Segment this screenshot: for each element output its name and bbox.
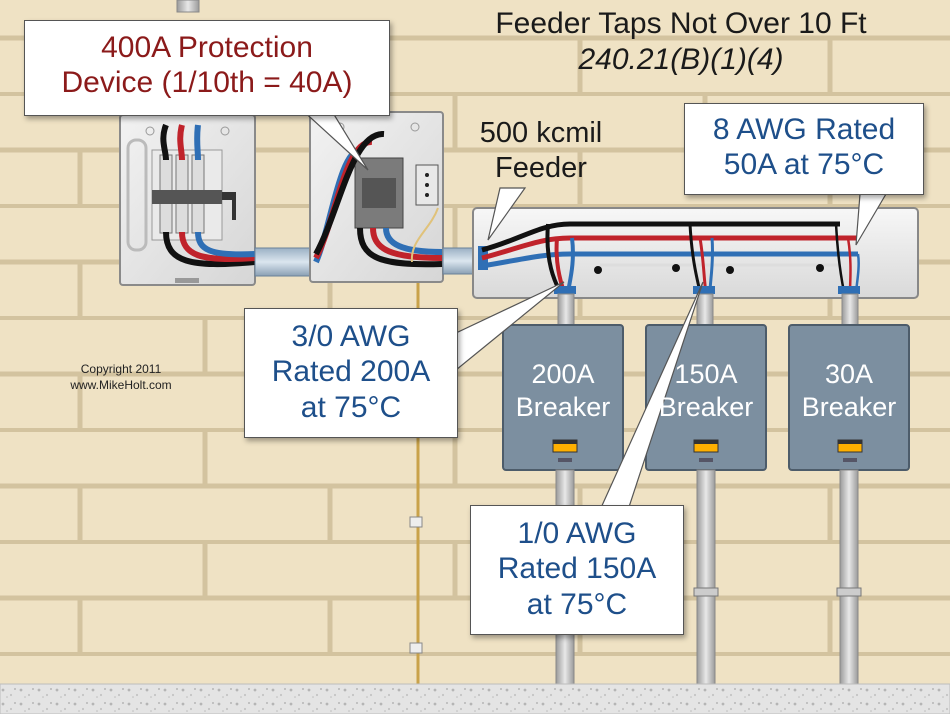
service-mast (176, 0, 200, 13)
callout-3-0-awg: 3/0 AWG Rated 200A at 75°C (244, 308, 458, 438)
callout-feeder-line-1: 500 kcmil (479, 117, 603, 149)
callout-protection-line-2: Device (1/10th = 40A) (61, 66, 353, 100)
callout-1-0-line-1: 1/0 AWG (517, 517, 637, 550)
breaker-150a-line-2: Breaker (658, 391, 754, 422)
load-conduit-2 (696, 469, 716, 691)
tap-conduit-1 (557, 293, 575, 329)
callout-3-0-line-3: at 75°C (300, 390, 402, 424)
ground-clamp-1 (409, 516, 423, 528)
protection-device-enclosure (309, 111, 444, 283)
breaker-30a-line-1: 30A (824, 359, 874, 389)
callout-8-awg: 8 AWG Rated 50A at 75°C (684, 103, 924, 195)
ground-clamp-2 (409, 642, 423, 654)
breaker-30a-line-2: Breaker (801, 391, 897, 422)
service-disconnect (119, 114, 256, 286)
breaker-150a-line-1: 150A (674, 359, 738, 389)
callout-1-0-awg: 1/0 AWG Rated 150A at 75°C (470, 505, 684, 635)
gutter-nipple (442, 247, 478, 275)
wireway-gutter (472, 207, 919, 299)
callout-protection-device: 400A Protection Device (1/10th = 40A) (24, 20, 390, 116)
callout-protection-line-1: 400A Protection (101, 31, 313, 64)
callout-1-0-line-2: Rated 150A (497, 552, 657, 586)
callout-3-0-line-1: 3/0 AWG (291, 320, 411, 353)
copyright-line-1: Copyright 2011 (80, 362, 162, 376)
tap-conduit-3 (841, 293, 859, 329)
title-line-1: Feeder Taps Not Over 10 Ft (495, 7, 867, 40)
breaker-enclosure-200a (502, 324, 624, 471)
load-conduit-3 (839, 469, 859, 691)
gravel-floor (0, 683, 950, 714)
diagram-title: Feeder Taps Not Over 10 Ft 240.21(B)(1)(… (456, 6, 906, 78)
breaker-label-150a: 150A Breaker (646, 358, 766, 424)
callout-feeder: 500 kcmil Feeder (466, 116, 616, 186)
title-line-2: 240.21(B)(1)(4) (578, 43, 784, 76)
callout-8awg-line-2: 50A at 75°C (723, 148, 885, 182)
callout-1-0-line-3: at 75°C (526, 587, 628, 621)
tap-conduit-2 (696, 293, 714, 329)
breaker-200a-line-1: 200A (531, 359, 595, 389)
breaker-label-30a: 30A Breaker (789, 358, 909, 424)
breaker-200a-line-2: Breaker (515, 391, 611, 422)
conduit-nipple (254, 247, 314, 277)
breaker-label-200a: 200A Breaker (503, 358, 623, 424)
copyright-notice: Copyright 2011 www.MikeHolt.com (46, 361, 196, 393)
copyright-line-2: www.MikeHolt.com (70, 378, 172, 393)
callout-feeder-line-2: Feeder (495, 151, 587, 184)
callout-leader-lines (298, 107, 888, 511)
callout-8awg-line-1: 8 AWG Rated (712, 113, 896, 146)
callout-3-0-line-2: Rated 200A (271, 355, 431, 389)
